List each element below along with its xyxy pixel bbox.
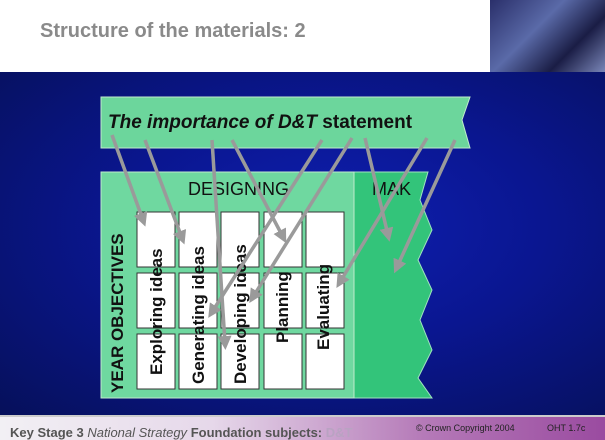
footer-subjects: Foundation subjects: (190, 425, 323, 440)
arrow (143, 139, 187, 245)
objective-cell (305, 333, 345, 390)
footer-strategy: National Strategy (87, 425, 188, 440)
arrow (210, 139, 232, 350)
header-photo (490, 0, 605, 72)
banner-italic: The importance of D&T (108, 112, 318, 133)
footer-copyright: © Crown Copyright 2004 (416, 423, 515, 433)
objective-cell (220, 333, 260, 390)
arrow (110, 134, 148, 227)
arrow (336, 137, 429, 288)
footer-code: OHT 1.7c (547, 423, 586, 433)
footer-dt: D&T (325, 425, 353, 440)
objective-cell (178, 272, 218, 329)
banner-text: The importance of D&T statement (108, 112, 412, 134)
slide-footer: Key Stage 3 National Strategy Foundation… (0, 415, 605, 440)
arrow (208, 139, 324, 318)
arrow (230, 139, 287, 244)
making-label: MAK (372, 179, 412, 199)
arrow (393, 139, 457, 274)
objective-cell (263, 333, 303, 390)
slide-title: Structure of the materials: 2 (40, 20, 306, 42)
objective-cell (263, 272, 303, 329)
banner-statement: statement (322, 112, 413, 133)
arrow (363, 137, 394, 242)
objective-cell (136, 333, 176, 390)
objective-cell (305, 211, 345, 268)
banner-shape (100, 96, 471, 149)
objective-cell (136, 272, 176, 329)
objective-cell (178, 333, 218, 390)
slide-header: Structure of the materials: 2 (0, 0, 605, 72)
footer-ks: Key Stage 3 (10, 425, 84, 440)
arrow (249, 137, 354, 303)
footer-caption: Key Stage 3 National Strategy Foundation… (10, 425, 352, 440)
